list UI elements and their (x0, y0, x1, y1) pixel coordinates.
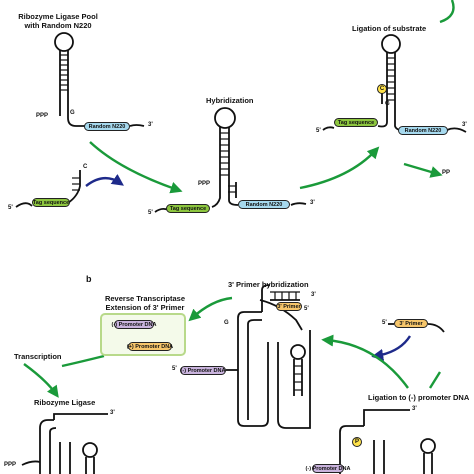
label-pool-line1: Ribozyme Ligase Pool (18, 12, 98, 21)
label-ligation-substrate: Ligation of substrate (352, 24, 427, 33)
arrow-primer-to-hybridization (371, 335, 412, 361)
plus-promoter-box: (+) Promoter DNA (126, 342, 174, 351)
arrow-to-ligation-promoter (428, 371, 442, 389)
primer-strand (388, 323, 445, 333)
three-prime-promoter: 3' (412, 406, 417, 412)
minus-promoter-box: (-) Promoter DNA (111, 320, 157, 329)
label-hybridization: Hybridization (206, 96, 254, 105)
p-node-promoter: P (352, 437, 362, 447)
five-prime-hyb-b: 5' (304, 306, 309, 312)
random-region-ligation: Random N220 (398, 126, 448, 135)
g-label-hyb-b: G (224, 320, 229, 326)
arrow-pool-to-hybridization (89, 141, 183, 194)
arrow-top-loop (439, 0, 455, 24)
promoter-ligated-structure (339, 409, 436, 474)
ppp-label-pool: PPP (36, 113, 49, 119)
arrow-transcription-to-ligase (23, 363, 59, 398)
tag-sequence-left: Tag sequence (32, 198, 70, 207)
ribozyme-ligase-structure (21, 413, 108, 474)
three-prime-ligation: 3' (462, 122, 467, 128)
primer-3-hybrid: 3' Primer (276, 302, 302, 311)
three-prime-hyb: 3' (310, 200, 315, 206)
minus-promoter-bottom: (-) Promoter DNA (305, 464, 351, 473)
label-pool-line2: with Random N220 (24, 21, 92, 30)
ppp-label-hyb: PPP (198, 181, 211, 187)
c-label-tag: C (83, 164, 88, 170)
panel-b-letter: b (86, 274, 92, 284)
five-prime-hyb: 5' (148, 210, 153, 216)
arrow-pp-release (403, 162, 443, 178)
label-rt: Reverse Transcriptase Extension of 3' Pr… (100, 294, 190, 312)
label-ribozyme-ligase: Ribozyme Ligase (34, 398, 96, 407)
arrow-rt-to-transcription (61, 354, 105, 368)
arrow-ligation-to-primer-hybridization (321, 334, 409, 389)
c-node-ligation: C (377, 84, 387, 94)
g-label-ligation: G (385, 101, 390, 107)
three-prime-pool: 3' (148, 122, 153, 128)
label-pool: Ribozyme Ligase Pool with Random N220 (6, 12, 110, 30)
g-label-pool: G (70, 110, 75, 116)
arrow-hybridization-to-ligation (299, 146, 380, 190)
minus-promoter-hyb: (-) Promoter DNA (180, 366, 226, 375)
arrow-tag-to-hybridization (85, 173, 124, 187)
pp-label: PP (442, 170, 451, 176)
five-prime-primer: 5' (382, 320, 387, 326)
label-transcription: Transcription (14, 352, 62, 361)
ppp-label-ligase: PPP (4, 462, 17, 468)
random-region-hyb: Random N220 (238, 200, 290, 209)
arrow-primer-to-rt (188, 296, 233, 322)
label-primer-hybridization: 3' Primer hybridization (228, 280, 309, 289)
three-prime-ligase: 3' (110, 410, 115, 416)
tag-sequence-hyb: Tag sequence (166, 204, 210, 213)
primer-3-strand: 3' Primer (394, 319, 428, 328)
five-prime-tag: 5' (8, 205, 13, 211)
hybridization-structure (154, 107, 307, 213)
tag-sequence-ligation: Tag sequence (334, 118, 378, 127)
label-rt-line2: Extension of 3' Primer (105, 303, 185, 312)
label-ligation-promoter: Ligation to (-) promoter DNA (368, 393, 470, 402)
five-prime-hyb-b2: 5' (172, 366, 177, 372)
label-rt-line1: Reverse Transcriptase (104, 294, 186, 303)
three-prime-hyb-b1: 3' (311, 292, 316, 298)
pool-ribozyme-structure (54, 32, 145, 127)
five-prime-ligation: 5' (316, 128, 321, 134)
random-region-pool: Random N220 (84, 122, 130, 131)
